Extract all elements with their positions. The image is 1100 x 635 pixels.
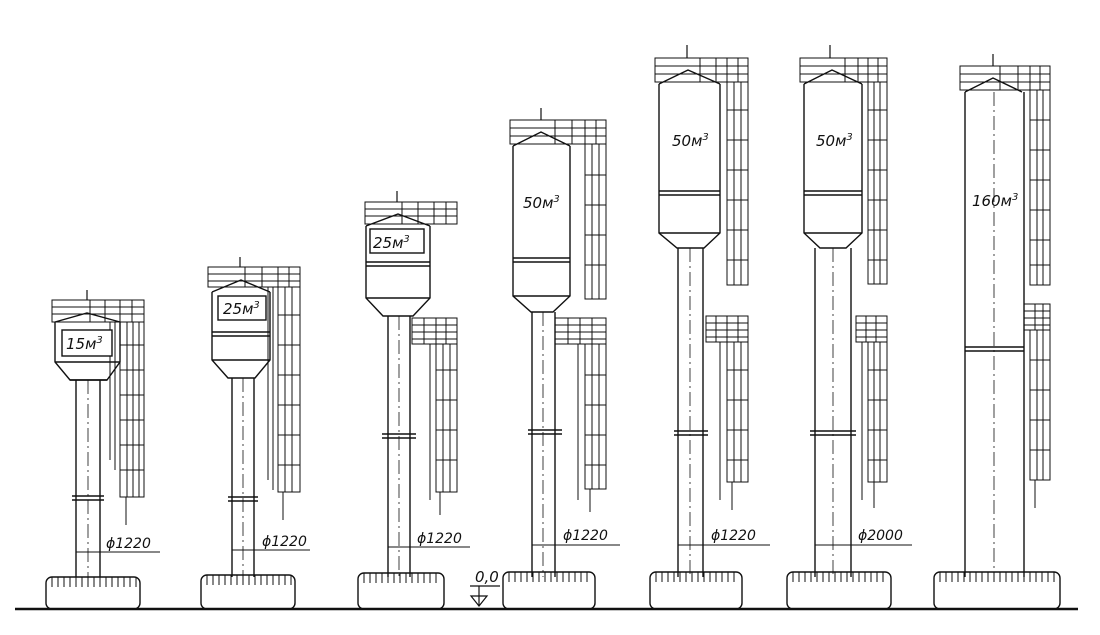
tower-t2-volume: 25м3 [223, 300, 260, 318]
tower-t7 [933, 54, 1061, 610]
tower-t1 [45, 290, 160, 610]
tower-t4-pipe-diameter: ϕ1220 [563, 528, 608, 544]
tower-t3-pipe-diameter: ϕ1220 [417, 531, 462, 547]
tower-t4-volume: 50м3 [523, 194, 560, 212]
scaffold-t6 [799, 57, 888, 508]
tower-t5-pipe-diameter: ϕ1220 [711, 528, 756, 544]
tower-t5-volume: 50м3 [672, 132, 709, 150]
scaffold-t5 [654, 57, 749, 510]
ground-level-label: 0,0 [475, 568, 499, 586]
tower-t6-pipe-diameter: ϕ2000 [858, 528, 903, 544]
tower-t7-volume: 160м3 [972, 192, 1018, 210]
scaffold-t4 [509, 119, 607, 512]
tower-t3-volume: 25м3 [373, 234, 410, 252]
tower-t3 [357, 191, 470, 610]
scaffold-t3 [364, 201, 458, 515]
scaffold-t7 [959, 65, 1051, 508]
scaffold-t2 [207, 266, 301, 520]
tower-t2 [200, 257, 310, 610]
tower-t2-pipe-diameter: ϕ1220 [262, 534, 307, 550]
tower-t1-pipe-diameter: ϕ1220 [106, 536, 151, 552]
tower-t1-volume: 15м3 [66, 335, 103, 353]
tower-t6 [786, 45, 912, 610]
tower-t6-volume: 50м3 [816, 132, 853, 150]
foundation-ticks [51, 572, 1055, 587]
tower-t4 [502, 108, 620, 610]
tower-t5 [649, 45, 770, 610]
scaffold-t1 [51, 299, 145, 525]
ground-level-mark: 0,0 [469, 568, 500, 607]
